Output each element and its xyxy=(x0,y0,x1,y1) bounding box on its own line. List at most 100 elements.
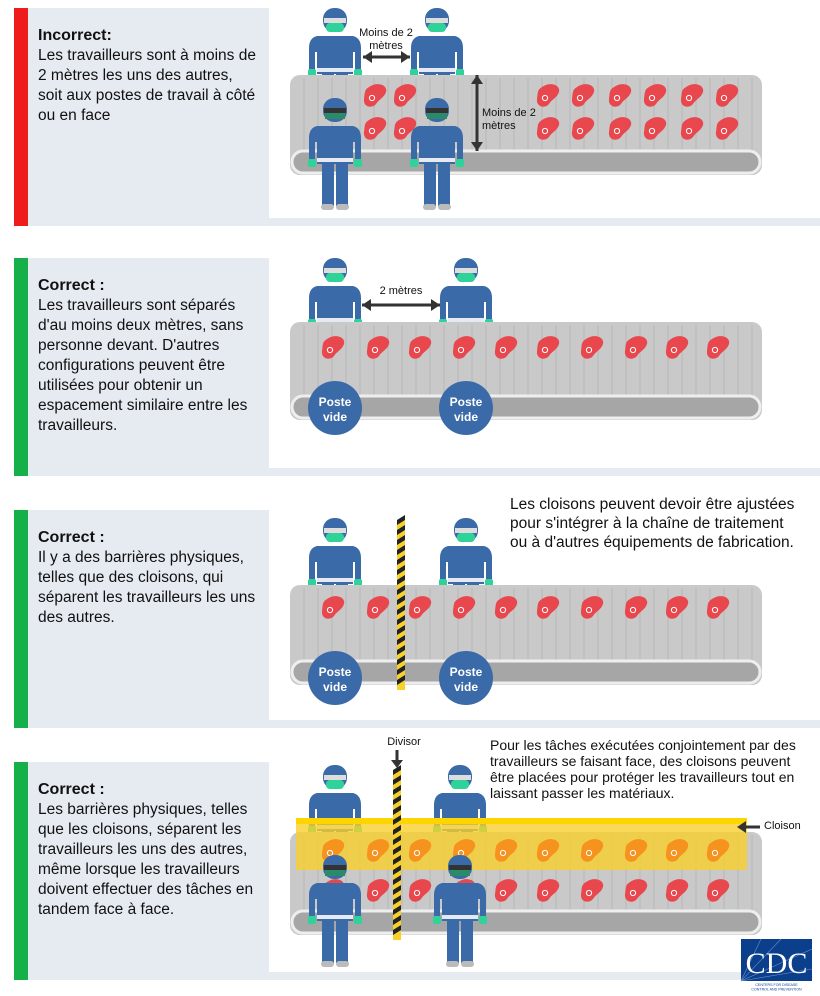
hazard-stripe xyxy=(393,875,401,885)
meat-bone xyxy=(457,606,465,614)
meat-bone xyxy=(711,606,719,614)
empty-station-label: vide xyxy=(323,410,347,424)
meat-bone xyxy=(413,889,421,897)
arrow-head xyxy=(401,51,410,63)
glove xyxy=(433,916,441,924)
conveyor-roller xyxy=(290,149,762,175)
meat-icon xyxy=(536,84,560,107)
meat-icon xyxy=(363,84,387,107)
worker-icon xyxy=(433,855,487,967)
hazard-stripe xyxy=(397,515,405,525)
belt xyxy=(317,158,353,162)
cap-band xyxy=(324,18,346,23)
meat-bone xyxy=(371,346,379,354)
divider-label: Divisor xyxy=(387,736,421,748)
shoe xyxy=(336,961,349,967)
meat-shape xyxy=(680,117,704,140)
meat-shape xyxy=(580,596,604,619)
status-bar-green xyxy=(14,762,28,980)
meat-shape xyxy=(408,839,432,862)
divider xyxy=(255,972,755,980)
cap-band xyxy=(324,528,346,533)
meat-bone xyxy=(613,127,621,135)
mask xyxy=(428,23,446,32)
hazard-stripe xyxy=(393,785,401,795)
belt xyxy=(317,68,353,72)
hazard-stripe xyxy=(397,665,405,675)
meat-shape xyxy=(494,336,518,359)
meat-bone xyxy=(613,94,621,102)
meat-shape xyxy=(706,336,730,359)
shoe xyxy=(446,961,459,967)
panel-text: Les travailleurs sont à moins de 2 mètre… xyxy=(38,47,256,124)
empty-station-label: vide xyxy=(454,680,478,694)
meat-icon xyxy=(321,336,345,359)
hazard-stripe xyxy=(393,925,401,935)
cap-band xyxy=(449,775,471,780)
glove xyxy=(410,159,418,167)
glove xyxy=(354,159,362,167)
meat-bone xyxy=(585,889,593,897)
meat-shape xyxy=(408,879,432,902)
body xyxy=(309,36,361,74)
distance-label: Moins de 2 xyxy=(359,27,413,39)
meat-bone xyxy=(413,606,421,614)
meat-icon xyxy=(624,879,648,902)
meat-shape xyxy=(452,336,476,359)
meat-bone xyxy=(670,606,678,614)
leg xyxy=(438,164,450,206)
panel-text: Les travailleurs sont séparés d'au moins… xyxy=(38,297,248,434)
panel-incorrect: Incorrect:Les travailleurs sont à moins … xyxy=(14,8,820,226)
meat-shape xyxy=(643,117,667,140)
meat-bone xyxy=(629,889,637,897)
partition-arrow-head xyxy=(737,821,746,833)
hazard-stripe xyxy=(393,795,401,805)
meat-bone xyxy=(720,127,728,135)
meat-shape xyxy=(608,84,632,107)
panel-text: Il y a des barrières physiques, telles q… xyxy=(38,549,256,626)
meat-icon xyxy=(624,336,648,359)
empty-station-label: Poste xyxy=(450,665,483,679)
meat-bone xyxy=(585,606,593,614)
mask-strap xyxy=(325,870,345,876)
meat-bone xyxy=(541,94,549,102)
panel-text: Les barrières physiques, telles que les … xyxy=(38,801,254,918)
meat-icon xyxy=(366,596,390,619)
divider xyxy=(255,720,820,728)
meat-bone xyxy=(670,889,678,897)
meat-bone xyxy=(368,127,376,135)
meat-bone xyxy=(576,94,584,102)
meat-icon xyxy=(536,117,560,140)
panel-title: Correct : xyxy=(38,781,105,798)
glove xyxy=(308,159,316,167)
meat-shape xyxy=(494,596,518,619)
meat-bone xyxy=(499,346,507,354)
meat-shape xyxy=(536,336,560,359)
body xyxy=(309,286,361,324)
mask xyxy=(457,273,475,282)
meat-icon xyxy=(706,839,730,862)
meat-bone xyxy=(413,346,421,354)
meat-shape xyxy=(408,336,432,359)
hazard-stripe xyxy=(397,565,405,575)
hazard-stripe xyxy=(393,915,401,925)
meat-icon xyxy=(680,117,704,140)
meat-icon xyxy=(536,839,560,862)
belt xyxy=(317,915,353,919)
hazard-stripe xyxy=(397,545,405,555)
panel-correct-spacing: Correct :Les travailleurs sont séparés d… xyxy=(14,258,820,476)
leg xyxy=(461,921,473,963)
hazard-stripe xyxy=(397,625,405,635)
meat-shape xyxy=(366,879,390,902)
cap-band xyxy=(426,108,448,113)
meat-icon xyxy=(363,117,387,140)
cap-band xyxy=(449,865,471,870)
hazard-stripe xyxy=(393,815,401,825)
svg-text:CENTERS FOR DISEASE: CENTERS FOR DISEASE xyxy=(755,983,798,987)
glove xyxy=(456,159,464,167)
meat-bone xyxy=(585,346,593,354)
meat-icon xyxy=(665,596,689,619)
meat-bone xyxy=(541,849,549,857)
meat-icon xyxy=(366,336,390,359)
arrow-head xyxy=(431,299,440,311)
